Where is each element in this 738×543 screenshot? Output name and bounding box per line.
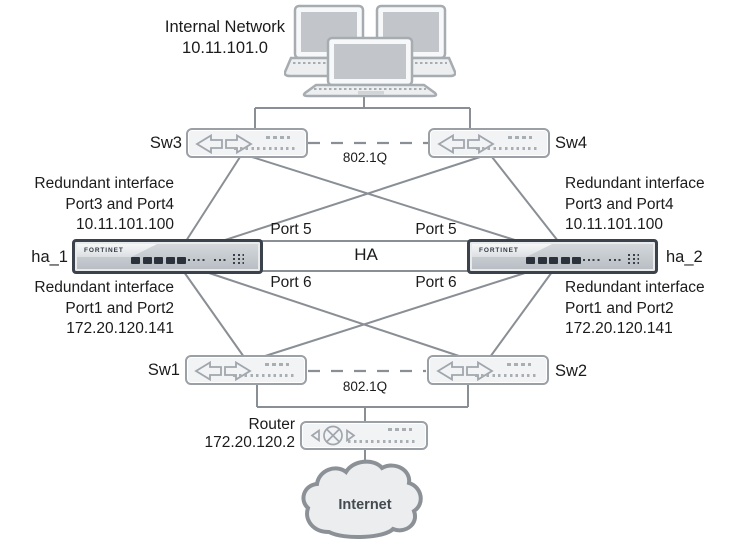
annotation-line: Port3 and Port4 bbox=[565, 195, 674, 213]
led-dots bbox=[628, 258, 639, 260]
ethernet-ports bbox=[526, 257, 581, 264]
port-dots bbox=[234, 147, 298, 150]
led-dashes bbox=[508, 136, 532, 139]
led-dots bbox=[188, 259, 205, 261]
trunk-8021q-top-label: 802.1Q bbox=[342, 150, 388, 165]
annotation-line: 10.11.101.100 bbox=[76, 216, 174, 233]
switch-arrows-icon bbox=[437, 133, 495, 155]
router-ip: 172.20.120.2 bbox=[204, 434, 295, 451]
fortigate-ha2: FORTINET bbox=[467, 239, 658, 274]
port-dots bbox=[348, 440, 416, 443]
annotation-line: Port1 and Port2 bbox=[65, 299, 174, 317]
link-ha2-sw2 bbox=[489, 271, 553, 358]
router-icon bbox=[310, 425, 356, 446]
fortigate-ha1: FORTINET bbox=[72, 239, 263, 274]
switch-sw3-label: Sw3 bbox=[149, 134, 182, 152]
annotation-line: Redundant interface bbox=[34, 175, 174, 192]
link-ha1-sw1 bbox=[183, 271, 245, 358]
link-sw4-ha2 bbox=[491, 156, 559, 242]
trunk-8021q-bottom-label: 802.1Q bbox=[342, 379, 388, 394]
led-dashes bbox=[265, 363, 289, 366]
annotation-line: 10.11.101.100 bbox=[565, 216, 663, 233]
led-dots bbox=[609, 259, 621, 261]
switch-sw3 bbox=[186, 128, 308, 158]
laptop-icon-front bbox=[302, 36, 438, 98]
annotation-line: 172.20.120.141 bbox=[66, 320, 174, 337]
switch-sw2-label: Sw2 bbox=[555, 362, 588, 380]
annotation-line: Redundant interface bbox=[565, 279, 705, 296]
led-dashes bbox=[266, 136, 290, 139]
switch-sw4-label: Sw4 bbox=[555, 134, 588, 152]
router-name: Router bbox=[248, 416, 295, 433]
ha2-lan-annotation: Redundant interface Port3 and Port4 10.1… bbox=[565, 174, 737, 236]
link-sw3-ha2 bbox=[251, 156, 519, 242]
annotation-line: Redundant interface bbox=[565, 175, 705, 192]
led-dots bbox=[233, 262, 244, 264]
fortinet-logo: FORTINET bbox=[77, 244, 157, 257]
internal-network-subnet: 10.11.101.0 bbox=[182, 39, 268, 57]
ha2-wan-annotation: Redundant interface Port1 and Port2 172.… bbox=[565, 278, 737, 340]
led-dashes bbox=[388, 428, 412, 431]
port-dots bbox=[233, 374, 297, 377]
router-box bbox=[300, 421, 428, 450]
link-sw4-ha1 bbox=[221, 156, 481, 242]
switch-sw1-label: Sw1 bbox=[147, 361, 180, 379]
ha1-lan-annotation: Redundant interface Port3 and Port4 10.1… bbox=[2, 174, 174, 236]
link-ha2-sw1 bbox=[261, 271, 529, 358]
fortigate-ha2-label: ha_2 bbox=[666, 248, 703, 266]
led-dots bbox=[233, 254, 244, 256]
internet-label: Internet bbox=[338, 497, 392, 513]
fortigate-ha1-label: ha_1 bbox=[31, 248, 68, 266]
internal-network-name: Internal Network bbox=[164, 18, 286, 36]
port-dots bbox=[476, 147, 540, 150]
fortinet-logo: FORTINET bbox=[472, 244, 552, 257]
ha1-port5-label: Port 5 bbox=[270, 221, 312, 238]
router-label: Router 172.20.120.2 bbox=[175, 416, 295, 452]
led-dots bbox=[214, 259, 226, 261]
ha-link-label: HA bbox=[354, 245, 378, 264]
switch-sw2 bbox=[427, 355, 549, 385]
switch-sw4 bbox=[428, 128, 550, 158]
link-ha1-sw2 bbox=[205, 271, 463, 358]
annotation-line: Port1 and Port2 bbox=[565, 299, 674, 317]
led-dots bbox=[628, 254, 639, 256]
internal-network-label: Internal Network 10.11.101.0 bbox=[141, 17, 309, 59]
switch-arrows-icon bbox=[194, 360, 252, 382]
port-dots bbox=[475, 374, 539, 377]
ethernet-ports bbox=[131, 257, 186, 264]
annotation-line: 172.20.120.141 bbox=[565, 320, 673, 337]
ha1-wan-annotation: Redundant interface Port1 and Port2 172.… bbox=[2, 278, 174, 340]
led-dots bbox=[583, 259, 600, 261]
annotation-line: Redundant interface bbox=[34, 279, 174, 296]
ha2-port6-label: Port 6 bbox=[415, 274, 457, 291]
led-dots bbox=[233, 258, 244, 260]
led-dots bbox=[628, 262, 639, 264]
switch-sw1 bbox=[185, 355, 307, 385]
annotation-line: Port3 and Port4 bbox=[65, 195, 174, 213]
switch-arrows-icon bbox=[436, 360, 494, 382]
internet-cloud-icon bbox=[301, 459, 423, 540]
link-sw3-ha1 bbox=[185, 156, 241, 242]
led-dashes bbox=[507, 363, 531, 366]
switch-arrows-icon bbox=[195, 133, 253, 155]
ha1-port6-label: Port 6 bbox=[270, 274, 312, 291]
ha2-port5-label: Port 5 bbox=[415, 221, 457, 238]
